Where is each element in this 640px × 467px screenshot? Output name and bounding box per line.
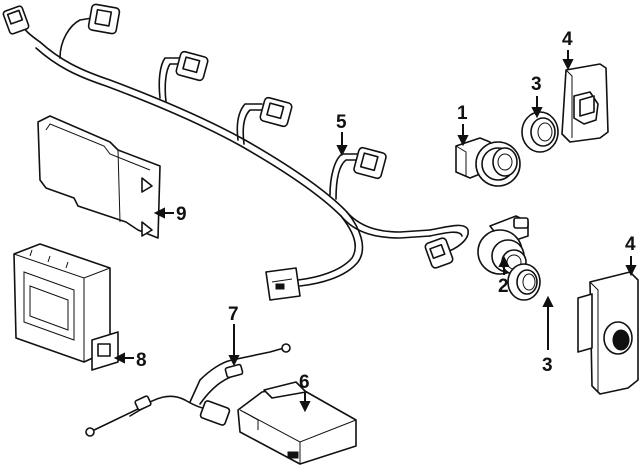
callout-label-7: 7 (228, 304, 239, 325)
callout-4-upper: 4 (562, 29, 574, 71)
callout-label-5: 5 (336, 112, 347, 133)
callout-label-6: 6 (299, 372, 310, 393)
callout-label-3b: 3 (542, 355, 553, 376)
harness-connector-top (87, 3, 121, 35)
sensor-bracket-lower[interactable] (577, 271, 639, 395)
callout-3-upper: 3 (531, 74, 543, 119)
harness-connector-row3 (259, 96, 293, 128)
harness-connector-row2 (175, 50, 209, 82)
wiring-harness[interactable] (19, 17, 469, 287)
callout-label-8: 8 (136, 350, 147, 371)
callout-label-3a: 3 (531, 74, 542, 95)
callout-3-lower: 3 (542, 295, 554, 376)
callout-label-4a: 4 (562, 29, 573, 50)
parking-sensor-upper[interactable] (455, 137, 521, 187)
camera-module[interactable] (237, 381, 357, 465)
callout-label-1: 1 (457, 103, 468, 124)
harness-connector-5 (353, 146, 387, 180)
callout-label-9: 9 (176, 204, 187, 225)
sensor-bracket-upper[interactable] (561, 63, 609, 143)
callout-label-2: 2 (498, 276, 509, 297)
callout-label-4b: 4 (625, 234, 636, 255)
callout-2: 2 (498, 255, 510, 297)
callout-9: 9 (153, 204, 187, 225)
callout-4-lower: 4 (625, 234, 637, 277)
sensor-grommet-upper[interactable] (521, 111, 559, 153)
callout-7: 7 (228, 304, 240, 367)
parking-sensor-lower[interactable] (477, 215, 529, 275)
harness-connector-right (424, 237, 454, 269)
harness-connector-top-left (2, 5, 30, 35)
module-bracket[interactable] (37, 115, 161, 239)
sensor-grommet-lower[interactable] (507, 263, 541, 301)
callout-8: 8 (113, 350, 147, 371)
callout-1: 1 (457, 103, 469, 147)
control-module[interactable] (13, 243, 119, 371)
harness-connector-bottom (265, 267, 301, 301)
callout-5: 5 (336, 112, 348, 157)
callout-6: 6 (299, 372, 311, 413)
